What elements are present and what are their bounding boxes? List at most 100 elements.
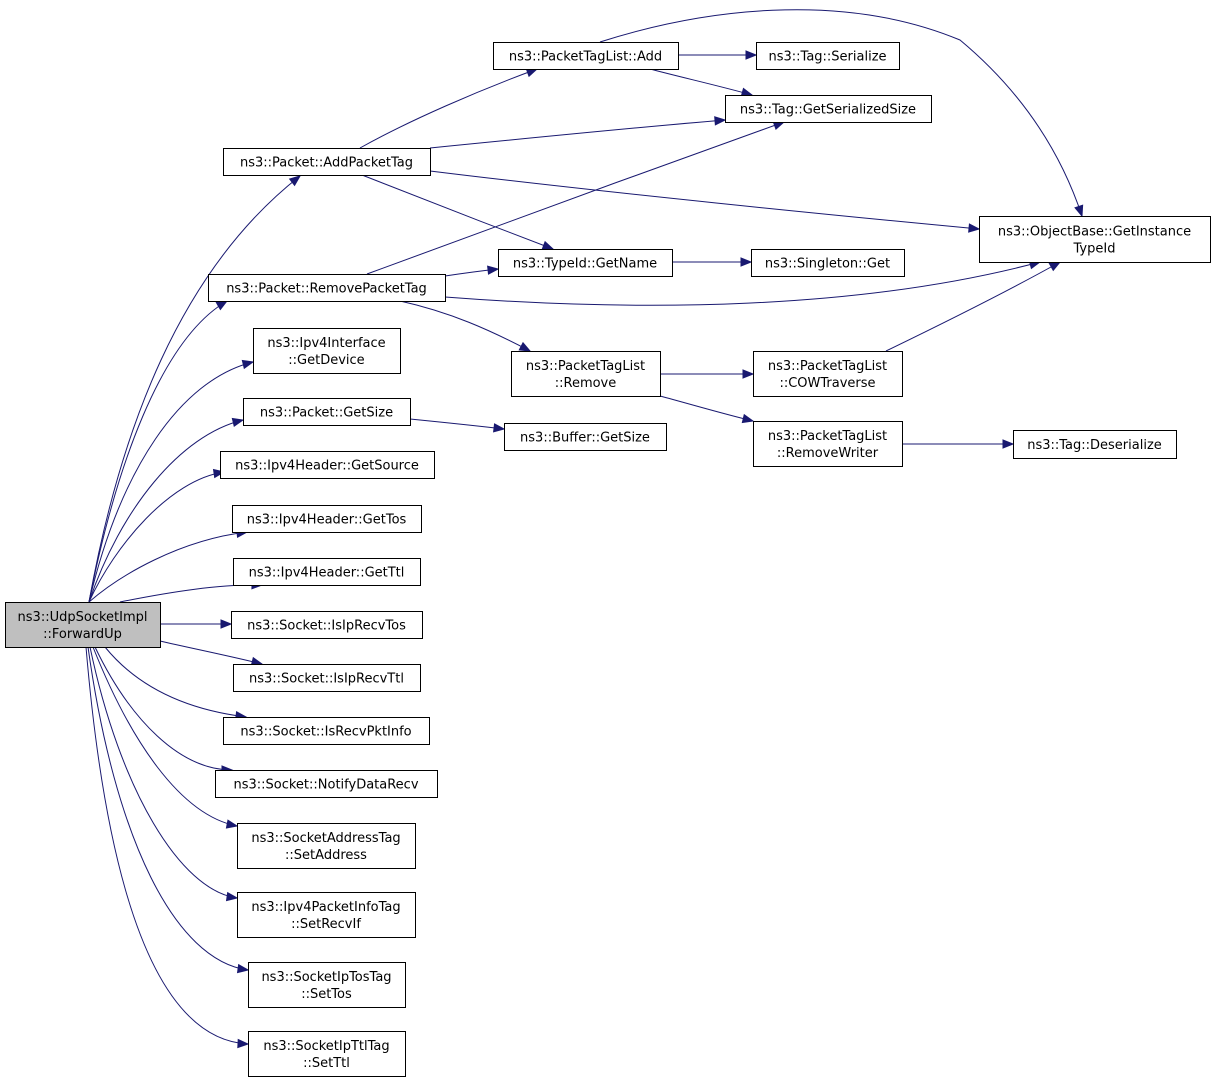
node-box [248,962,406,1008]
arrowhead-icon [518,341,532,352]
node-box [237,823,416,869]
arrowhead-icon [1002,439,1015,449]
node-label: ns3::Socket::IsIpRecvTos [247,619,406,634]
node-singleton_get[interactable]: ns3::Singleton::Get [751,249,905,277]
node-label: ns3::Ipv4Header::GetTtl [249,566,405,581]
node-packettaglist_cowtraverse[interactable]: ns3::PacketTagList::COWTraverse [753,351,903,397]
edge-line [444,261,1041,306]
arrowhead-icon [231,417,245,428]
edge-forwardup-to-socketiptostag_settos [87,646,250,974]
edge-line [361,174,554,250]
edge-packettaglist_remove-to-packettaglist_cowtraverse [659,369,755,379]
node-packettaglist_add[interactable]: ns3::PacketTagList::Add [493,42,679,70]
node-label: ns3::Packet::GetSize [260,406,393,421]
node-box [215,770,438,798]
arrowhead-icon [487,265,500,275]
edge-line [88,361,254,603]
node-label: ns3::Ipv4Interface [267,336,385,351]
edge-line [399,300,531,352]
node-tag_serialize[interactable]: ns3::Tag::Serialize [756,42,900,70]
node-typeid_getname[interactable]: ns3::TypeId::GetName [498,249,673,277]
node-packet_getsize[interactable]: ns3::Packet::GetSize [243,398,411,426]
arrowhead-icon [493,423,506,433]
node-label: ns3::ObjectBase::GetInstance [998,225,1191,240]
edge-line [88,175,301,603]
arrowhead-icon [1074,204,1084,218]
arrowhead-icon [745,50,758,60]
node-socketiptostag_settos[interactable]: ns3::SocketIpTosTag::SetTos [248,962,406,1008]
node-addpackettag[interactable]: ns3::Packet::AddPacketTag [223,148,431,176]
arrowhead-icon [968,223,981,233]
node-tag_deserialize[interactable]: ns3::Tag::Deserialize [1013,430,1177,459]
node-label: ns3::Ipv4Header::GetTos [247,513,407,528]
node-box [208,274,446,302]
arrowhead-icon [541,240,555,250]
node-label: ns3::SocketAddressTag [251,831,400,846]
edge-forwardup-to-socket_isrecvpktinfo [104,646,248,721]
node-socketipttltag_setttl[interactable]: ns3::SocketIpTtlTag::SetTtl [248,1031,406,1077]
node-label: ns3::Tag::Deserialize [1027,438,1162,453]
node-socketaddresstag_setaddress[interactable]: ns3::SocketAddressTag::SetAddress [237,823,416,869]
node-label: ns3::Socket::NotifyDataRecv [233,778,418,793]
node-ipv4header_getttl[interactable]: ns3::Ipv4Header::GetTtl [233,558,421,586]
node-tag_getserializedsize[interactable]: ns3::Tag::GetSerializedSize [725,95,932,123]
edge-forwardup-to-socketaddresstag_setaddress [92,646,239,829]
node-label: ns3::Socket::IsRecvPktInfo [240,725,411,740]
node-label: ::COWTraverse [779,376,875,391]
edge-packettaglist_add-to-tag_getserializedsize [649,68,754,97]
node-label: TypeId [1073,242,1116,257]
call-nodes: ns3::UdpSocketImpl::ForwardUp ns3::Packet… [5,42,1211,1077]
node-forwardup[interactable]: ns3::UdpSocketImpl::ForwardUp [5,602,161,648]
edge-line [87,646,249,971]
node-label: ::SetTos [301,987,352,1002]
edge-line [92,646,238,827]
node-label: ns3::Tag::GetSerializedSize [740,103,916,118]
node-ipv4header_gettos[interactable]: ns3::Ipv4Header::GetTos [232,505,422,533]
node-socket_isrecvpktinfo[interactable]: ns3::Socket::IsRecvPktInfo [223,717,430,745]
node-box [725,95,932,123]
node-box [232,505,422,533]
node-label: ::SetTtl [303,1056,350,1071]
node-ipv4interface_getdevice[interactable]: ns3::Ipv4Interface::GetDevice [253,328,401,374]
edge-line [159,640,263,665]
edge-typeid_getname-to-singleton_get [672,257,753,267]
node-label: ns3::Tag::Serialize [768,50,886,65]
edge-forwardup-to-socket_isiprecvtos [159,619,233,629]
node-box [498,249,673,277]
edge-packettaglist_removewriter-to-tag_deserialize [902,439,1015,449]
node-ipv4packetinfotag_setrecvif[interactable]: ns3::Ipv4PacketInfoTag::SetRecvIf [237,892,416,938]
node-packettaglist_removewriter[interactable]: ns3::PacketTagList::RemoveWriter [753,421,903,467]
node-packettaglist_remove[interactable]: ns3::PacketTagList::Remove [511,351,661,397]
node-box [231,611,423,639]
edge-removepackettag-to-typeid_getname [444,265,500,277]
node-box [753,421,903,467]
node-socket_notifydatarecv[interactable]: ns3::Socket::NotifyDataRecv [215,770,438,798]
node-removepackettag[interactable]: ns3::Packet::RemovePacketTag [208,274,446,302]
edge-removepackettag-to-packettaglist_remove [399,300,532,352]
node-box [223,148,431,176]
arrowhead-icon [740,87,754,97]
node-ipv4header_getsource[interactable]: ns3::Ipv4Header::GetSource [220,451,435,479]
node-socket_isiprecvttl[interactable]: ns3::Socket::IsIpRecvTtl [233,664,421,692]
node-box [1013,430,1177,459]
node-box [243,398,411,426]
node-box [248,1031,406,1077]
node-label: ::RemoveWriter [777,446,879,461]
node-socket_isiprecvtos[interactable]: ns3::Socket::IsIpRecvTos [231,611,423,639]
arrowhead-icon [714,116,727,126]
edge-packettaglist_add-to-objectbase_getinstancetypeid [599,9,1084,218]
node-label: ns3::Packet::AddPacketTag [240,156,413,171]
node-buffer_getsize[interactable]: ns3::Buffer::GetSize [504,423,667,451]
node-label: ::SetRecvIf [291,917,361,932]
node-label: ns3::Packet::RemovePacketTag [226,282,427,297]
node-label: ns3::SocketIpTosTag [261,970,391,985]
edge-line [359,68,538,149]
node-label: ns3::UdpSocketImpl [18,610,148,625]
edge-line [649,68,753,96]
edge-removepackettag-to-tag_getserializedsize [366,121,786,275]
edge-line [429,119,726,149]
edge-line [429,170,980,230]
node-label: ns3::PacketTagList [768,429,887,444]
